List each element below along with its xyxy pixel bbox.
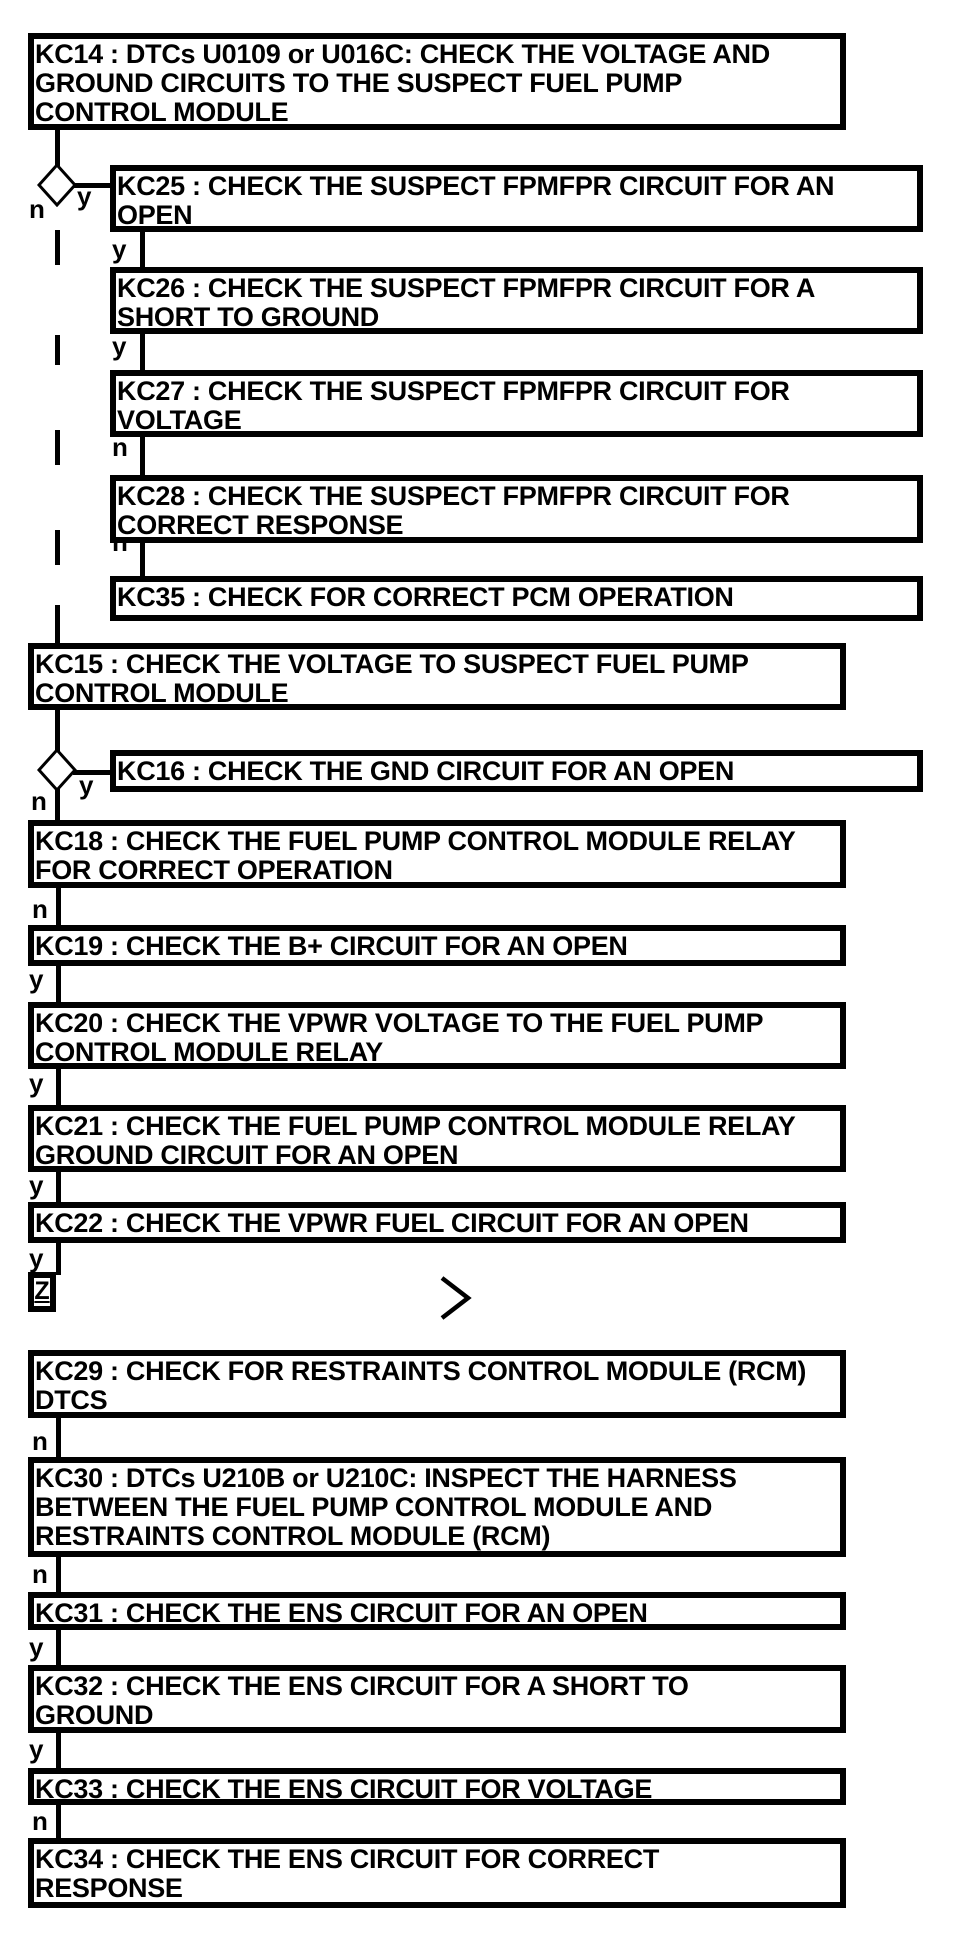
connector-line: [56, 966, 61, 1002]
branch-label-yes: y: [29, 1632, 44, 1662]
connector-line: [73, 770, 110, 775]
connector-line: [56, 1557, 61, 1592]
connector-line-dash: [55, 605, 60, 645]
branch-label-no: n: [112, 527, 128, 557]
branch-label-yes: y: [29, 1170, 44, 1200]
connector-line: [56, 1172, 61, 1202]
flow-node-kc25: KC25 : CHECK THE SUSPECT FPMFPR CIRCUIT …: [110, 165, 923, 232]
flow-node-kc31: KC31 : CHECK THE ENS CIRCUIT FOR AN OPEN: [28, 1592, 846, 1630]
connector-line: [56, 1418, 61, 1457]
branch-label-yes: y: [112, 234, 127, 264]
flow-node-kc16: KC16 : CHECK THE GND CIRCUIT FOR AN OPEN: [110, 750, 923, 792]
offpage-connector-z: Z: [28, 1272, 56, 1312]
flow-node-kc28: KC28 : CHECK THE SUSPECT FPMFPR CIRCUIT …: [110, 475, 923, 543]
flow-node-kc22: KC22 : CHECK THE VPWR FUEL CIRCUIT FOR A…: [28, 1202, 846, 1243]
connector-line: [56, 1243, 61, 1275]
branch-label-yes: y: [79, 770, 94, 800]
flow-node-kc21: KC21 : CHECK THE FUEL PUMP CONTROL MODUL…: [28, 1105, 846, 1172]
branch-label-yes: y: [112, 331, 127, 361]
branch-label-no: n: [32, 1426, 48, 1456]
continuation-chevron-icon: [440, 1276, 472, 1320]
connector-line: [140, 232, 145, 267]
connector-line: [140, 437, 145, 475]
branch-label-yes: y: [77, 181, 92, 211]
flow-node-kc15: KC15 : CHECK THE VOLTAGE TO SUSPECT FUEL…: [28, 643, 846, 710]
flow-node-kc20: KC20 : CHECK THE VPWR VOLTAGE TO THE FUE…: [28, 1002, 846, 1069]
connector-line: [56, 1733, 61, 1768]
connector-line-dash: [55, 430, 60, 465]
branch-label-no: n: [29, 194, 45, 224]
connector-line: [55, 130, 60, 166]
connector-line: [56, 1805, 61, 1838]
branch-label-no: n: [31, 786, 47, 816]
decision-diamond-icon: [37, 163, 77, 207]
connector-line: [73, 183, 110, 188]
branch-label-no: n: [32, 1806, 48, 1836]
connector-line-dash: [55, 230, 60, 265]
flow-node-kc33: KC33 : CHECK THE ENS CIRCUIT FOR VOLTAGE: [28, 1768, 846, 1805]
flow-node-kc29: KC29 : CHECK FOR RESTRAINTS CONTROL MODU…: [28, 1350, 846, 1418]
flow-node-kc18: KC18 : CHECK THE FUEL PUMP CONTROL MODUL…: [28, 820, 846, 888]
flow-node-kc14: KC14 : DTCs U0109 or U016C: CHECK THE VO…: [28, 33, 846, 130]
connector-line: [140, 334, 145, 370]
connector-line: [56, 1630, 61, 1665]
flow-node-kc27: KC27 : CHECK THE SUSPECT FPMFPR CIRCUIT …: [110, 370, 923, 437]
branch-label-yes: y: [29, 1734, 44, 1764]
flow-node-kc32: KC32 : CHECK THE ENS CIRCUIT FOR A SHORT…: [28, 1665, 846, 1733]
branch-label-no: n: [32, 1559, 48, 1589]
connector-line: [56, 888, 61, 925]
connector-line-dash: [55, 335, 60, 365]
branch-label-yes: y: [29, 1243, 44, 1273]
branch-label-no: n: [112, 432, 128, 462]
flow-node-kc34: KC34 : CHECK THE ENS CIRCUIT FOR CORRECT…: [28, 1838, 846, 1908]
branch-label-no: n: [32, 894, 48, 924]
connector-line: [140, 543, 145, 578]
branch-label-yes: y: [29, 1068, 44, 1098]
connector-line: [56, 1069, 61, 1105]
flow-node-kc30: KC30 : DTCs U210B or U210C: INSPECT THE …: [28, 1457, 846, 1557]
connector-line-dash: [55, 530, 60, 565]
connector-line: [55, 788, 60, 820]
flow-node-kc26: KC26 : CHECK THE SUSPECT FPMFPR CIRCUIT …: [110, 267, 923, 334]
connector-line: [55, 710, 60, 752]
flow-node-kc19: KC19 : CHECK THE B+ CIRCUIT FOR AN OPEN: [28, 925, 846, 966]
branch-label-yes: y: [29, 964, 44, 994]
flow-node-kc35: KC35 : CHECK FOR CORRECT PCM OPERATION: [110, 576, 923, 621]
